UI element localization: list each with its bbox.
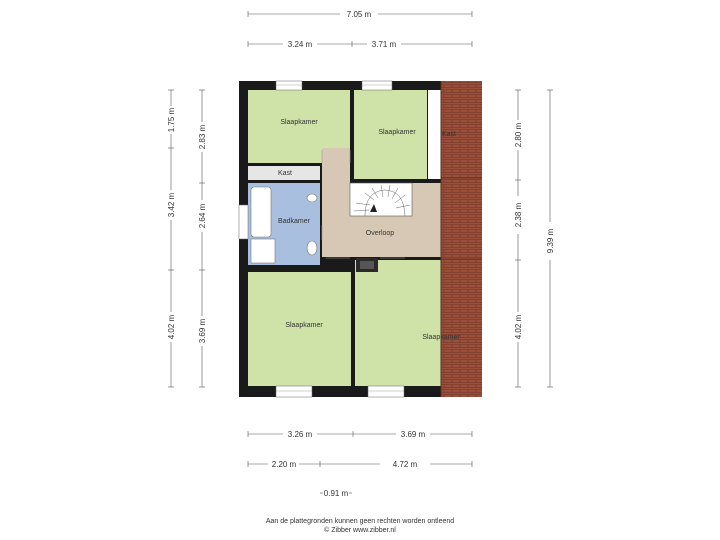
bedroom-top-right-area (354, 90, 427, 179)
closet-right-area (428, 90, 441, 179)
staircase (349, 182, 413, 217)
dim-top-left: 3.24 m (288, 40, 313, 49)
dim-left-inner-3: 3.69 m (198, 318, 207, 343)
shower (250, 238, 276, 264)
bathtub (250, 186, 272, 238)
dim-left-outer-1: 1.75 m (167, 107, 176, 132)
dim-left-inner-1: 2.83 m (198, 124, 207, 149)
room-label-bathroom: Badkamer (278, 218, 311, 225)
roof-section (441, 81, 482, 397)
dim-bottom2-left: 2.20 m (272, 460, 297, 469)
dim-bottom3: 0.91 m (324, 489, 349, 498)
room-label-closet-left: Kast (278, 170, 292, 177)
stair-arrow-icon (370, 204, 377, 212)
dim-right-inner-3: 4.02 m (514, 314, 523, 339)
dim-top-total: 7.05 m (347, 10, 372, 19)
dim-right-inner-1: 2.80 m (514, 122, 523, 147)
sink (306, 193, 318, 203)
toilet (306, 240, 318, 256)
windows (238, 80, 405, 398)
stair-treads (353, 184, 411, 217)
dim-left-outer-3: 4.02 m (167, 314, 176, 339)
dim-bottom-right: 3.69 m (401, 430, 426, 439)
dim-left-outer-2: 3.42 m (167, 192, 176, 217)
disclaimer-text: Aan de plattegronden kunnen geen rechten… (265, 518, 455, 525)
dim-right-total: 9.39 m (546, 228, 555, 253)
room-label-bedroom-bottom-left: Slaapkamer (285, 322, 323, 329)
closet-left-area (248, 166, 320, 180)
dim-right-inner-2: 2.38 m (514, 202, 523, 227)
dim-bottom-left: 3.26 m (288, 430, 313, 439)
dim-top-right: 3.71 m (372, 40, 397, 49)
footer: Aan de plattegronden kunnen geen rechten… (0, 517, 720, 535)
bedroom-bottom-right-area (355, 260, 441, 386)
room-label-bedroom-bottom-right: Slaapkamer (422, 334, 460, 341)
room-label-closet-right: Kast (442, 131, 456, 138)
room-label-bedroom-top-left: Slaapkamer (280, 119, 318, 126)
dim-left-inner-2: 2.64 m (198, 203, 207, 228)
room-label-bedroom-top-right: Slaapkamer (378, 129, 416, 136)
room-label-landing: Overloop (366, 230, 395, 237)
bedroom-bottom-left-area (248, 272, 351, 386)
copyright-text: © Zibber www.zibber.nl (324, 527, 396, 534)
dim-bottom2-right: 4.72 m (393, 460, 418, 469)
